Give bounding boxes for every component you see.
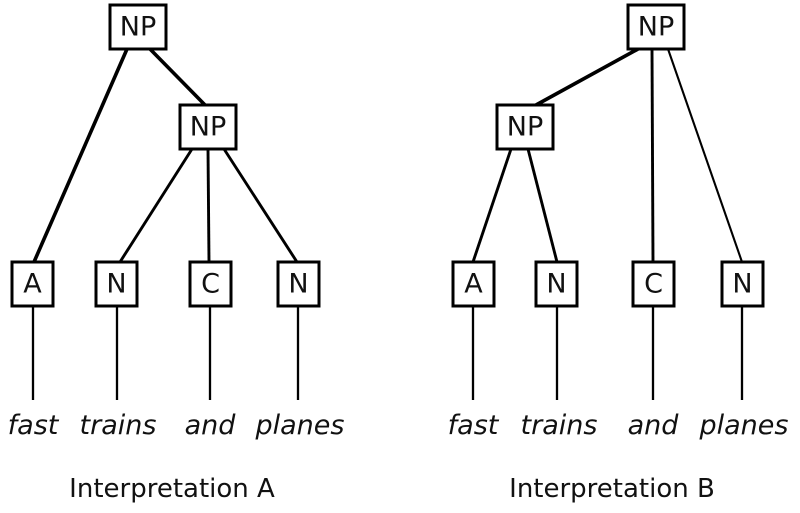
node-label-a-pos-n2: N <box>288 269 308 300</box>
node-label-b-pos-a: A <box>464 269 483 300</box>
node-box-a-pos-c <box>188 260 233 308</box>
tree-edge-a-np-root-to-a-pos-a <box>32 48 129 263</box>
node-label-a-np-root: NP <box>120 12 156 43</box>
word-label-b-word-trains: trains <box>521 410 598 441</box>
node-label-b-np-root: NP <box>638 12 674 43</box>
word-label-b-word-planes: planes <box>699 410 789 441</box>
node-box-a-np-root <box>108 3 168 51</box>
tree-edge-a-np-root-to-a-np-sub <box>148 47 207 107</box>
node-label-b-pos-n1: N <box>546 269 566 300</box>
tree-edge-a-np-sub-to-a-pos-n2 <box>222 148 299 263</box>
tree-edge-b-np-root-to-b-np-sub <box>535 47 639 107</box>
tree-edge-b-np-root-to-b-pos-n2 <box>667 48 743 263</box>
tree-edge-a-np-sub-to-a-pos-c <box>206 148 211 263</box>
node-label-a-np-sub: NP <box>190 112 226 143</box>
tree-edge-b-np-root-to-b-pos-c <box>650 48 655 263</box>
caption-tree-b: Interpretation B <box>509 474 715 504</box>
node-label-a-pos-c: C <box>201 269 220 300</box>
tree-edge-b-np-sub-to-b-pos-a <box>471 148 513 263</box>
tree-edge-a-np-sub-to-a-pos-n1 <box>118 148 194 263</box>
node-box-a-pos-n1 <box>94 260 139 308</box>
node-box-b-pos-n2 <box>720 260 765 308</box>
word-label-a-word-trains: trains <box>80 410 157 441</box>
node-box-b-pos-a <box>451 260 496 308</box>
node-label-b-np-sub: NP <box>507 112 543 143</box>
node-label-b-pos-n2: N <box>732 269 752 300</box>
node-label-a-pos-a: A <box>23 269 42 300</box>
node-label-a-pos-n1: N <box>106 269 126 300</box>
word-label-b-word-fast: fast <box>448 410 500 441</box>
node-box-a-pos-n2 <box>276 260 321 308</box>
node-box-a-np-sub <box>178 103 238 151</box>
node-box-b-np-sub <box>495 103 555 151</box>
tree-edge-b-np-sub-to-b-pos-n1 <box>526 148 559 263</box>
word-label-a-word-planes: planes <box>255 410 345 441</box>
word-label-b-word-and: and <box>628 410 680 441</box>
node-box-b-np-root <box>626 3 686 51</box>
node-box-b-pos-n1 <box>534 260 579 308</box>
word-label-a-word-fast: fast <box>8 410 60 441</box>
node-box-a-pos-a <box>10 260 55 308</box>
node-box-b-pos-c <box>631 260 676 308</box>
caption-tree-a: Interpretation A <box>69 474 275 504</box>
word-label-a-word-and: and <box>185 410 237 441</box>
node-label-b-pos-c: C <box>644 269 663 300</box>
